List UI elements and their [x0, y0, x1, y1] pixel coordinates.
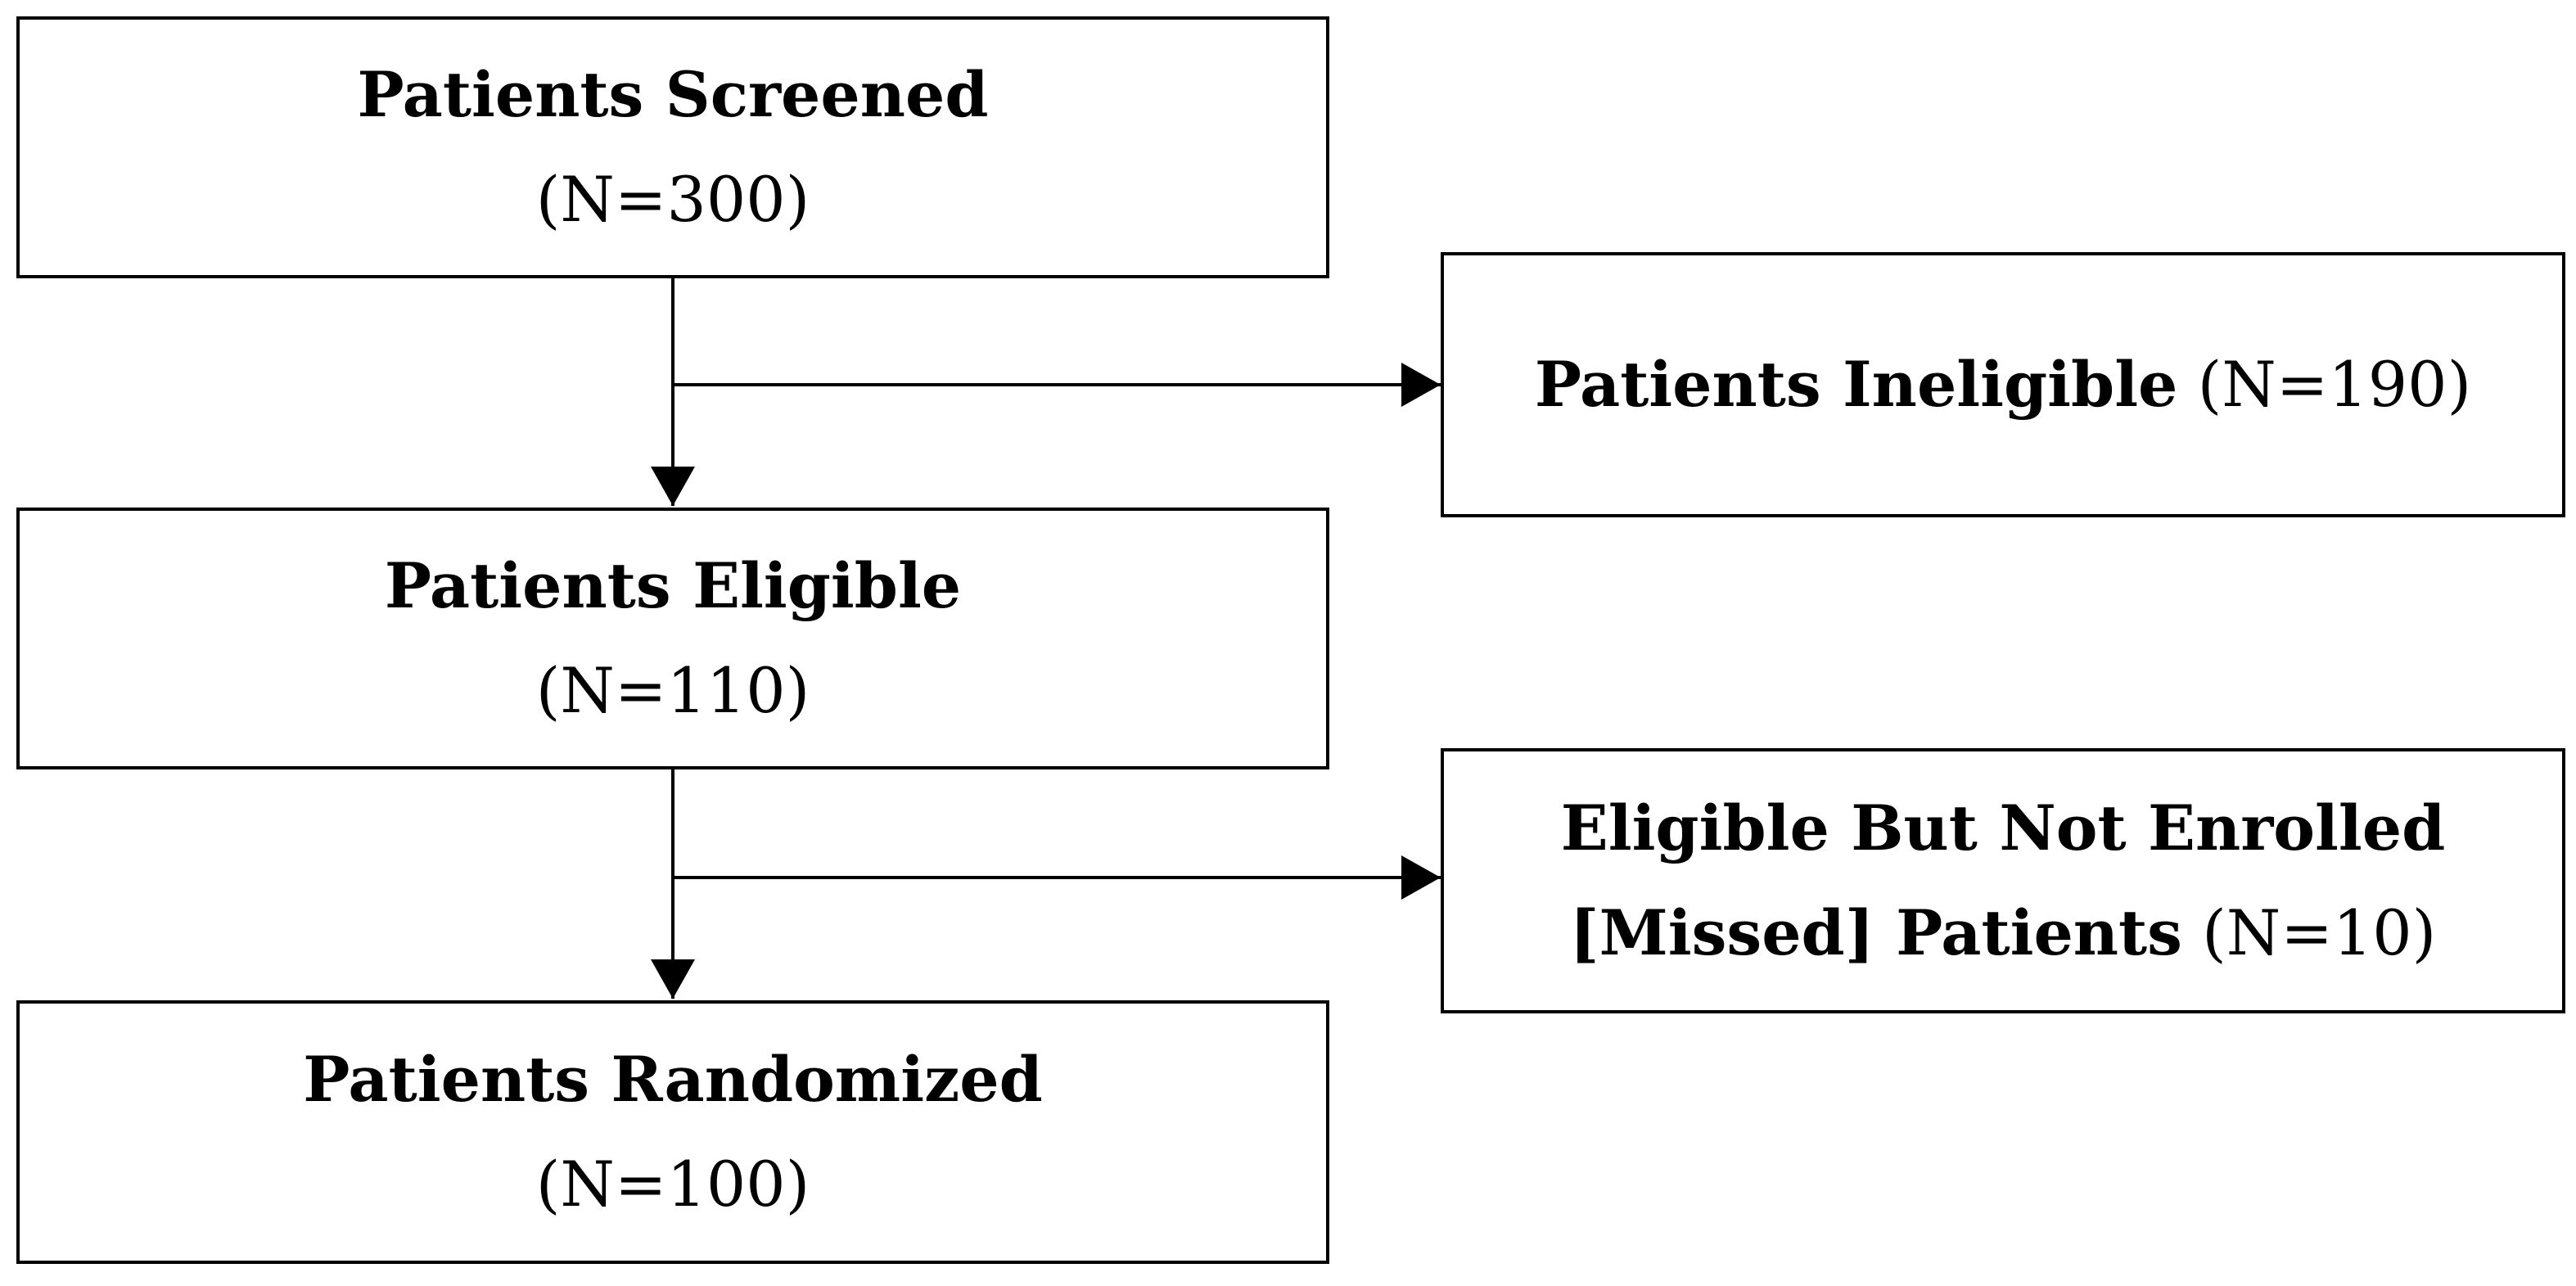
- missed-patients-title-line1: Eligible But Not Enrolled: [1560, 792, 2446, 864]
- missed-patients-count: (N=10): [2202, 896, 2437, 969]
- patients-randomized-box: Patients Randomized (N=100): [16, 1000, 1329, 1264]
- patients-screened-box: Patients Screened (N=300): [16, 16, 1329, 278]
- patients-ineligible-title: Patients Ineligible: [1534, 348, 2178, 421]
- patients-eligible-count: (N=110): [535, 654, 810, 727]
- patients-randomized-count: (N=100): [535, 1148, 810, 1221]
- patients-screened-count: (N=300): [535, 163, 810, 236]
- patients-eligible-title: Patients Eligible: [384, 549, 962, 622]
- patients-screened-title: Patients Screened: [357, 58, 989, 131]
- patients-ineligible-box: Patients Ineligible (N=190): [1441, 252, 2565, 517]
- missed-patients-title-line2: [Missed] Patients: [1569, 896, 2182, 969]
- missed-patients-box: Eligible But Not Enrolled [Missed] Patie…: [1441, 748, 2565, 1013]
- missed-patients-line2: [Missed] Patients (N=10): [1570, 902, 2437, 964]
- patients-ineligible-count: (N=190): [2197, 348, 2472, 421]
- patients-ineligible-line: Patients Ineligible (N=190): [1535, 354, 2471, 416]
- patients-eligible-box: Patients Eligible (N=110): [16, 508, 1329, 769]
- patients-randomized-title: Patients Randomized: [303, 1043, 1043, 1116]
